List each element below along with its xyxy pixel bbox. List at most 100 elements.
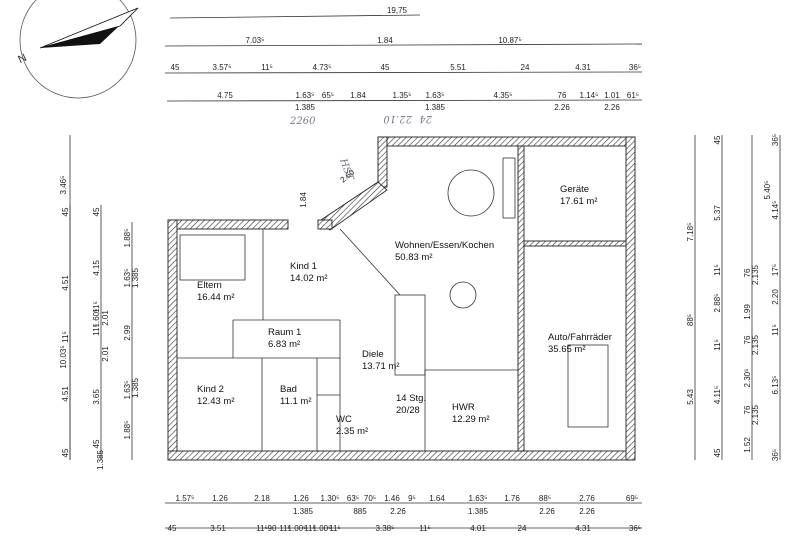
dimension-label: 11⁵ xyxy=(261,63,273,72)
room-area: 6.83 m² xyxy=(268,339,300,350)
dimension-label: 45 xyxy=(381,63,390,72)
dimension-label: 4.35⁵ xyxy=(494,91,513,100)
dimension-label: 2.18 xyxy=(254,494,270,503)
dimension-label: 61⁵ xyxy=(627,91,639,100)
room-name: Kind 2 xyxy=(197,384,224,395)
dimension-label: 2.135 xyxy=(751,404,760,425)
dimension-label: 4.15 xyxy=(92,260,101,276)
handwritten-note: 2260 xyxy=(289,116,316,127)
dimension-label: 6.13⁵ xyxy=(771,376,780,395)
dimension-label: 76 xyxy=(558,91,567,100)
dimension-label: 45 xyxy=(168,524,177,533)
dimension-label: 1.84 xyxy=(350,91,366,100)
dimension-label: 4.31 xyxy=(575,63,591,72)
dimension-label: 65⁵ xyxy=(322,91,334,100)
dimension-label: 1.63⁵ xyxy=(296,91,315,100)
room-area: 50.83 m² xyxy=(395,252,433,263)
room-area: 35.65 m² xyxy=(548,344,586,355)
room-name: Wohnen/Essen/Kochen xyxy=(395,240,494,251)
dimension-label: 2.01 xyxy=(101,346,110,362)
room-area: 16.44 m² xyxy=(197,292,235,303)
dimension-label: 11⁵ xyxy=(92,324,101,336)
dimension-label: 2.20 xyxy=(771,289,780,305)
dimension-label: 76 xyxy=(743,405,752,414)
dimension-label: 1.52 xyxy=(743,437,752,453)
dimension-label: 1.385 xyxy=(293,507,314,516)
dimension-label: 1.57⁵ xyxy=(176,494,195,503)
dimension-label: 10.87⁵ xyxy=(498,36,521,45)
dimension-label: 1.00⁵ xyxy=(288,524,307,533)
dimension-label: 4.31 xyxy=(575,524,591,533)
dimension-label: 45 xyxy=(61,448,70,457)
room-area: 12.29 m² xyxy=(452,414,490,425)
dimension-label: 88⁵ xyxy=(686,314,695,326)
dimension-label: 3.38⁵ xyxy=(376,524,395,533)
dimension-label: 11⁵ xyxy=(304,524,316,533)
room-area: 12.43 m² xyxy=(197,396,235,407)
dimension-label: 2.01 xyxy=(101,310,110,326)
handwritten-note: 22.10 xyxy=(383,113,413,124)
dimension-label: 45 xyxy=(61,207,70,216)
dimension-label: 1.88⁵ xyxy=(123,421,132,440)
dimension-label: 1.30⁵ xyxy=(321,494,340,503)
dimension-label: 9⁵ xyxy=(408,494,416,503)
dimension-label: 1.14⁵ xyxy=(580,91,599,100)
room-name: 14 Stg. xyxy=(396,393,426,404)
dimension-label: 1.60⁵ xyxy=(92,309,101,328)
dimension-label: 1.26 xyxy=(293,494,309,503)
dimension-label: 4.51 xyxy=(61,386,70,402)
dimension-label: 11⁵ xyxy=(61,331,70,343)
dimension-label: 3.65 xyxy=(92,389,101,405)
dimension-label: 1.385 xyxy=(96,449,105,470)
room-name: Raum 1 xyxy=(268,327,301,338)
dimension-lines xyxy=(69,14,781,529)
room-area: 17.61 m² xyxy=(560,196,598,207)
dimension-label: 24 xyxy=(518,524,527,533)
dimension-label: 5.37 xyxy=(713,205,722,221)
dimension-label: 11⁵ xyxy=(713,264,722,276)
dimension-label: 69⁵ xyxy=(626,494,638,503)
dimension-label: 45 xyxy=(92,439,101,448)
dimension-label: 36⁵ xyxy=(629,524,641,533)
dimension-label: 2.26 xyxy=(604,103,620,112)
dimension-label: 90 xyxy=(268,524,277,533)
dimension-label: 1.26 xyxy=(212,494,228,503)
dimension-label: 17⁵ xyxy=(771,264,780,276)
room-area: 14.02 m² xyxy=(290,273,328,284)
window-dimension: 1.84 xyxy=(299,192,308,208)
dimension-label: 76 xyxy=(743,335,752,344)
dimension-label: 2.26 xyxy=(554,103,570,112)
dimension-label: 45 xyxy=(713,448,722,457)
dimension-label: 36⁵ xyxy=(629,63,641,72)
dimension-label: 2.88⁵ xyxy=(713,294,722,313)
dimension-label: 1.385 xyxy=(131,377,140,398)
compass-north-label: N xyxy=(16,52,28,66)
dimension-label: 11⁵ xyxy=(771,324,780,336)
dimension-label: 11⁵ xyxy=(329,524,341,533)
room-name: HWR xyxy=(452,402,475,413)
dimension-label: 11⁵ xyxy=(419,524,431,533)
dimension-label: 2.99 xyxy=(123,325,132,341)
room-name: WC xyxy=(336,414,352,425)
dimension-label: 70⁵ xyxy=(364,494,376,503)
room-name: Eltern xyxy=(197,280,222,291)
dimension-label: 2.26 xyxy=(390,507,406,516)
dimension-label: 5.43 xyxy=(686,389,695,405)
room-area: 2.35 m² xyxy=(336,426,368,437)
dimension-label: 2.30⁵ xyxy=(743,369,752,388)
dimension-label: 4.75 xyxy=(217,91,233,100)
dimension-label: 4.01 xyxy=(470,524,486,533)
dimension-label: 45 xyxy=(171,63,180,72)
dimension-label: 2.135 xyxy=(751,334,760,355)
dimension-label: 1.64 xyxy=(429,494,445,503)
dimension-label: 1.99 xyxy=(743,304,752,320)
dimension-label: 45 xyxy=(713,135,722,144)
dimension-label: 1.88⁵ xyxy=(123,229,132,248)
dimension-label: 24 xyxy=(521,63,530,72)
dimension-label: 1.46 xyxy=(384,494,400,503)
dimension-label: 1.84 xyxy=(377,36,393,45)
room-area: 20/28 xyxy=(396,405,420,416)
dimension-label: 1.63⁵ xyxy=(123,381,132,400)
compass-icon: N xyxy=(16,0,139,99)
dimension-label: 7.18⁵ xyxy=(686,223,695,242)
